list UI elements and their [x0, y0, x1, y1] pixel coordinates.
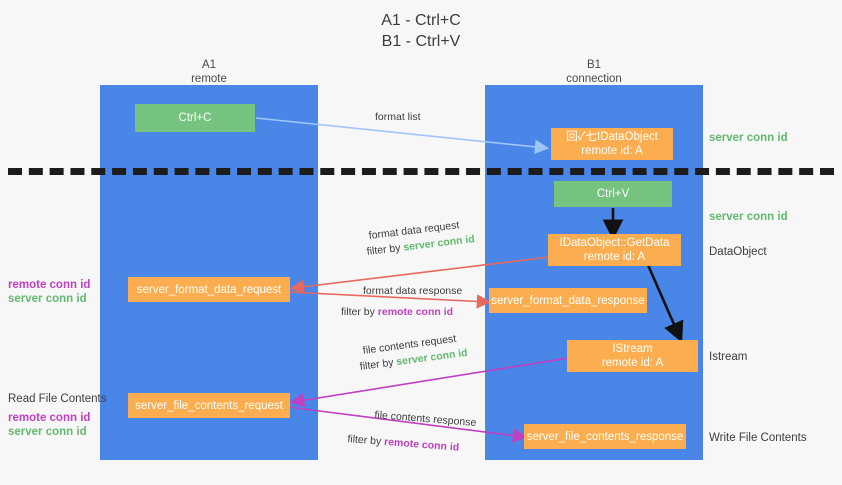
label-format-remote-conn-id: remote conn id	[8, 279, 91, 291]
side-label-write-file-contents: Write File Contents	[709, 432, 807, 444]
filter-prefix-3: filter by	[359, 356, 398, 373]
node-server-format-data-request[interactable]: server_format_data_request	[128, 277, 290, 302]
filter-value-2: remote conn id	[377, 306, 454, 318]
filter-value-4: remote conn id	[383, 435, 460, 454]
filter-prefix-2: filter by	[341, 306, 378, 318]
boundary-divider	[8, 168, 834, 175]
node-idataobject-getdata[interactable]: IDataObject::GetData remote id: A	[548, 234, 681, 266]
node-ctrl-v[interactable]: Ctrl+V	[554, 181, 672, 207]
label-file-server-conn-id: server conn id	[8, 426, 87, 438]
node-server-file-contents-response[interactable]: server_file_contents_response	[524, 424, 686, 449]
side-label-server-conn-id-top: server conn id	[709, 132, 788, 144]
label-read-file-contents: Read File Contents	[8, 393, 107, 405]
edge-label-format-data-response-filter: filter by remote conn id	[341, 305, 453, 319]
side-label-server-conn-id-mid: server conn id	[709, 211, 788, 223]
label-file-remote-conn-id: remote conn id	[8, 412, 91, 424]
filter-prefix-1: filter by	[366, 241, 405, 258]
column-header-b1: B1 connection	[566, 59, 622, 85]
page-title: A1 - Ctrl+C B1 - Ctrl+V	[381, 12, 461, 50]
edge-label-file-contents-response: file contents response	[373, 408, 477, 429]
side-label-dataobject: DataObject	[709, 246, 767, 258]
node-server-format-data-response[interactable]: server_format_data_response	[489, 288, 647, 313]
edge-label-format-list: format list	[375, 111, 421, 123]
label-format-server-conn-id: server conn id	[8, 293, 87, 305]
column-header-a1: A1 remote	[191, 59, 227, 85]
node-server-file-contents-request[interactable]: server_file_contents_request	[128, 393, 290, 418]
side-label-istream: Istream	[709, 351, 748, 363]
node-idataobject[interactable]: 回✓七IDataObject remote id: A	[551, 128, 673, 160]
filter-prefix-4: filter by	[346, 432, 385, 448]
edge-label-file-contents-response-filter: filter by remote conn id	[347, 432, 460, 455]
edge-label-format-data-response: format data response	[363, 285, 463, 297]
node-ctrl-c[interactable]: Ctrl+C	[135, 104, 255, 132]
node-istream[interactable]: IStream remote id: A	[567, 340, 698, 372]
